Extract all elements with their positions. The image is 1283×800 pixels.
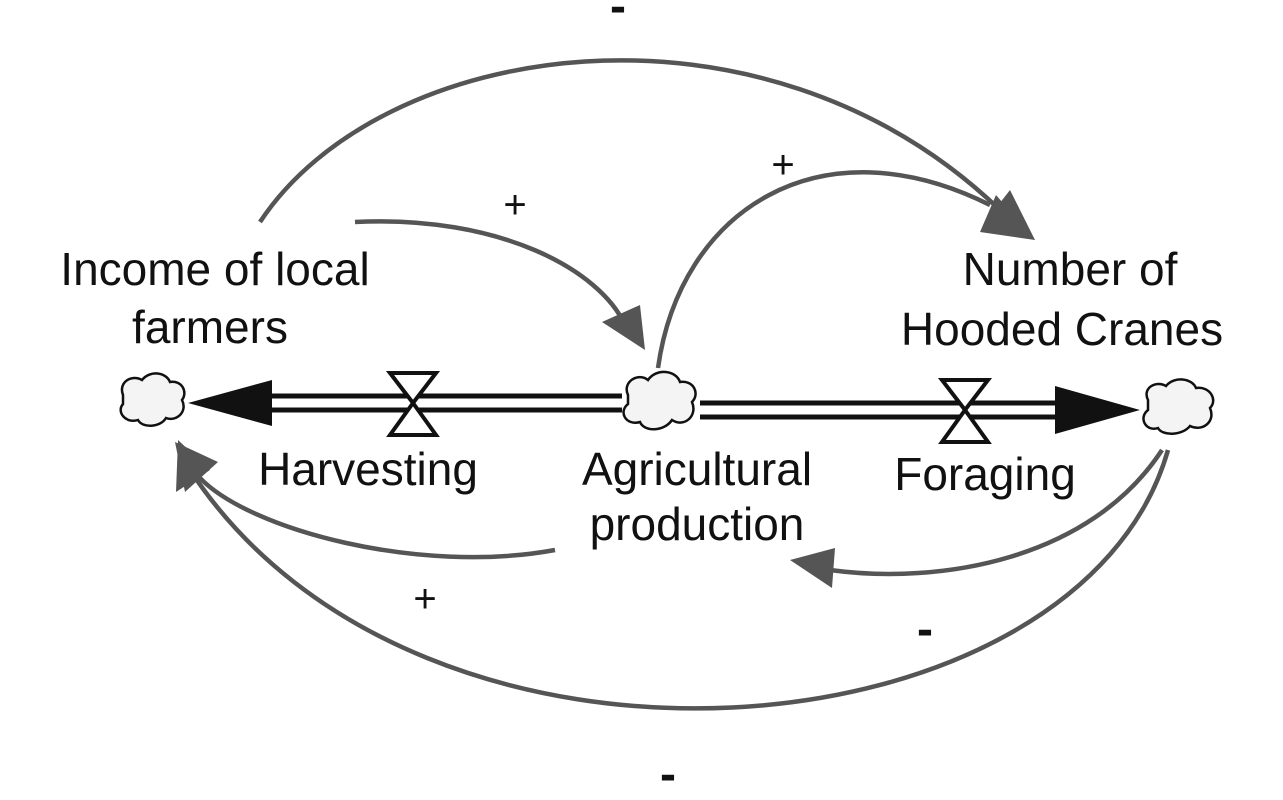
link-agri-to-cranes xyxy=(655,170,992,369)
polarity-income-to-agri: + xyxy=(503,183,526,227)
link-income-to-cranes xyxy=(258,58,1002,224)
income-label-line1: Income of local xyxy=(60,243,369,295)
polarity-agri-to-income: + xyxy=(413,577,436,621)
link-cranes-to-agri xyxy=(829,448,1164,577)
polarity-cranes-to-agri: - xyxy=(917,603,933,656)
arrowhead-cranes-to-agri xyxy=(790,548,835,588)
income-label-line2: farmers xyxy=(132,301,288,353)
polarity-income-to-cranes: - xyxy=(610,0,626,33)
agri-label-line1: Agricultural xyxy=(582,443,812,495)
link-income-to-agri xyxy=(354,219,628,326)
foraging-valve xyxy=(937,378,993,444)
polarity-cranes-to-income: - xyxy=(660,748,676,800)
cranes-label-line1: Number of xyxy=(963,243,1178,295)
harvesting-label: Harvesting xyxy=(258,443,478,495)
foraging-label: Foraging xyxy=(894,448,1076,500)
cloud-income xyxy=(119,372,186,427)
arrowhead-income-to-agri xyxy=(602,305,645,350)
foraging-arrowhead xyxy=(1055,386,1140,434)
harvesting-valve xyxy=(385,371,441,437)
cloud-cranes xyxy=(1142,378,1215,435)
cloud-agri xyxy=(622,370,697,431)
link-agri-to-income xyxy=(198,476,556,560)
arrowhead-agri-to-cranes xyxy=(980,195,1035,240)
link-cranes-to-income xyxy=(188,449,1171,711)
cranes-label-line2: Hooded Cranes xyxy=(901,303,1223,355)
arrowhead-cranes-to-income xyxy=(176,440,210,492)
harvesting-arrowhead xyxy=(188,380,272,426)
agri-label-line2: production xyxy=(590,498,805,550)
polarity-agri-to-cranes: + xyxy=(771,143,794,187)
